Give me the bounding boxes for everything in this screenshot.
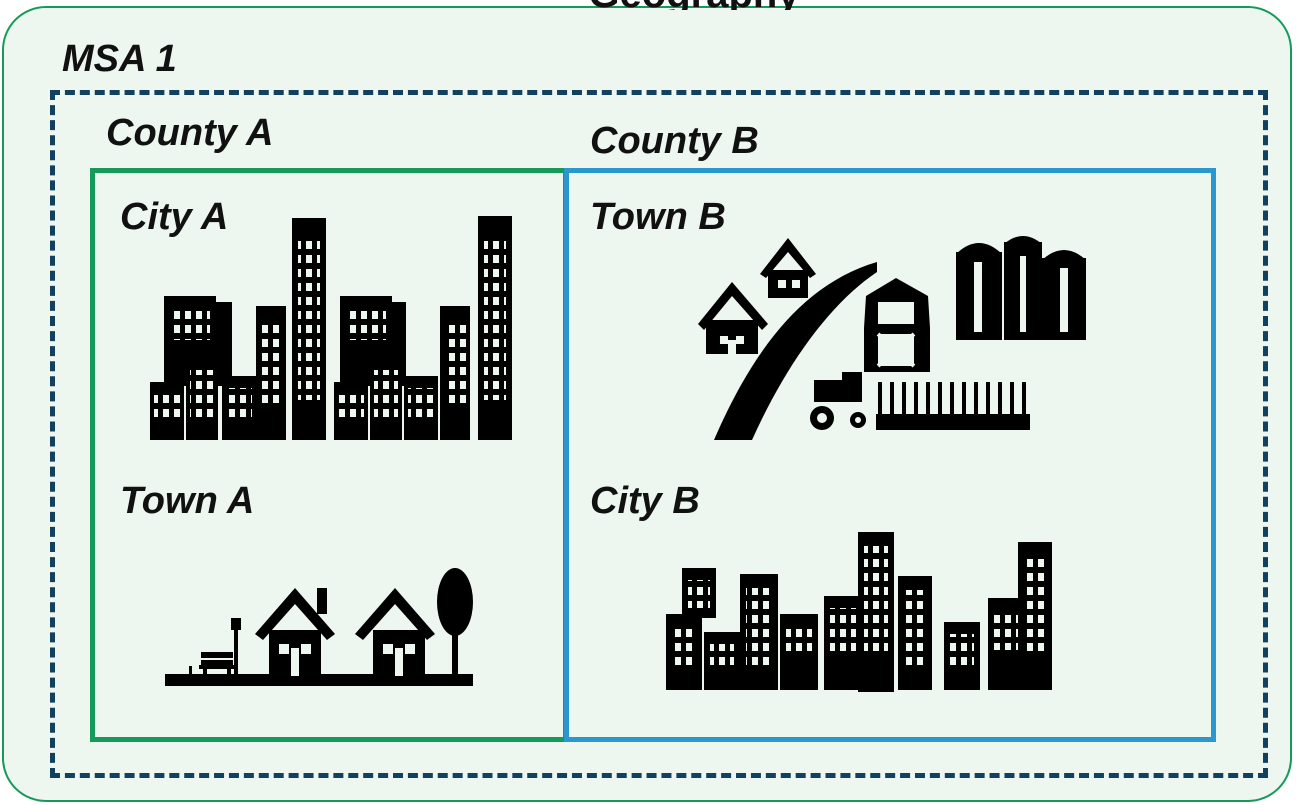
diagram-heading: Geography bbox=[544, 0, 844, 10]
suburban-houses-icon bbox=[165, 568, 473, 686]
county-b-label: County B bbox=[590, 120, 759, 162]
city-skyline-icon bbox=[150, 216, 512, 440]
city-skyline-icon bbox=[666, 532, 1052, 692]
msa-boundary bbox=[50, 90, 1268, 778]
town-b-label: Town B bbox=[590, 196, 726, 238]
county-b-boundary bbox=[564, 168, 1216, 742]
city-a-label: City A bbox=[120, 196, 229, 238]
town-a-label: Town A bbox=[120, 480, 255, 522]
city-b-label: City B bbox=[590, 480, 700, 522]
county-a-label: County A bbox=[106, 112, 274, 154]
msa-label: MSA 1 bbox=[62, 38, 177, 80]
rural-farm-icon bbox=[698, 236, 1086, 440]
